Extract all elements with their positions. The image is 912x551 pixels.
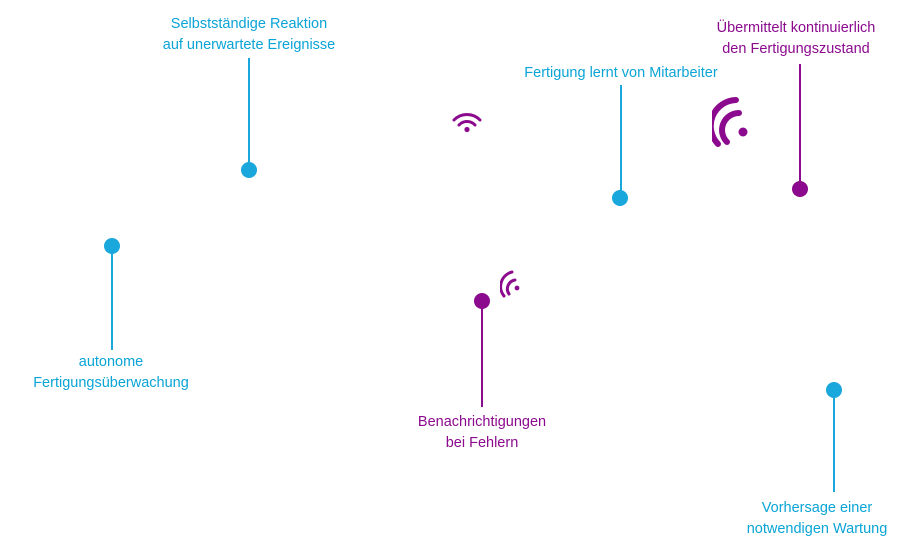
callout-reaction-line1: Selbstständige Reaktion: [170, 16, 328, 32]
callout-maintenance-line2: notwendigen Wartung: [746, 521, 888, 537]
callout-reaction-connector: [248, 58, 250, 166]
callout-status-line2: den Fertigungszustand: [722, 41, 870, 57]
callout-learning-dot: [612, 190, 628, 206]
callout-reaction-dot: [241, 162, 257, 178]
callout-monitoring-line1: autonome: [78, 354, 144, 370]
callout-maintenance-label: Vorhersage einer notwendigen Wartung: [734, 498, 900, 540]
callout-notifications-line1: Benachrichtigungen: [417, 414, 547, 430]
callout-monitoring-connector: [111, 250, 113, 350]
callout-notifications-line2: bei Fehlern: [445, 435, 519, 451]
callout-notifications-label: Benachrichtigungen bei Fehlern: [396, 412, 568, 454]
callout-reaction-label: Selbstständige Reaktion auf unerwartete …: [146, 14, 352, 56]
callout-maintenance-connector: [833, 394, 835, 492]
callout-monitoring-label: autonome Fertigungsüberwachung: [16, 352, 206, 394]
callout-monitoring-dot: [104, 238, 120, 254]
callout-reaction-line2: auf unerwartete Ereignisse: [162, 37, 336, 53]
callout-learning-line1: Fertigung lernt von Mitarbeiter: [524, 65, 718, 81]
wifi-signal-icon: [712, 97, 748, 147]
callout-learning-connector: [620, 85, 622, 193]
callout-maintenance-line1: Vorhersage einer: [761, 500, 873, 516]
callout-maintenance-dot: [826, 382, 842, 398]
callout-status-connector: [799, 64, 801, 184]
callout-status-label: Übermittelt kontinuierlich den Fertigung…: [698, 18, 894, 60]
callout-monitoring-line2: Fertigungsüberwachung: [33, 375, 189, 391]
callout-notifications-connector: [481, 305, 483, 407]
wifi-signal-icon: [452, 113, 482, 133]
callout-status-dot: [792, 181, 808, 197]
callout-learning-label: Fertigung lernt von Mitarbeiter: [506, 63, 736, 84]
wifi-signal-icon: [500, 270, 520, 298]
callout-status-line1: Übermittelt kontinuierlich: [716, 20, 876, 36]
callout-notifications-dot: [474, 293, 490, 309]
